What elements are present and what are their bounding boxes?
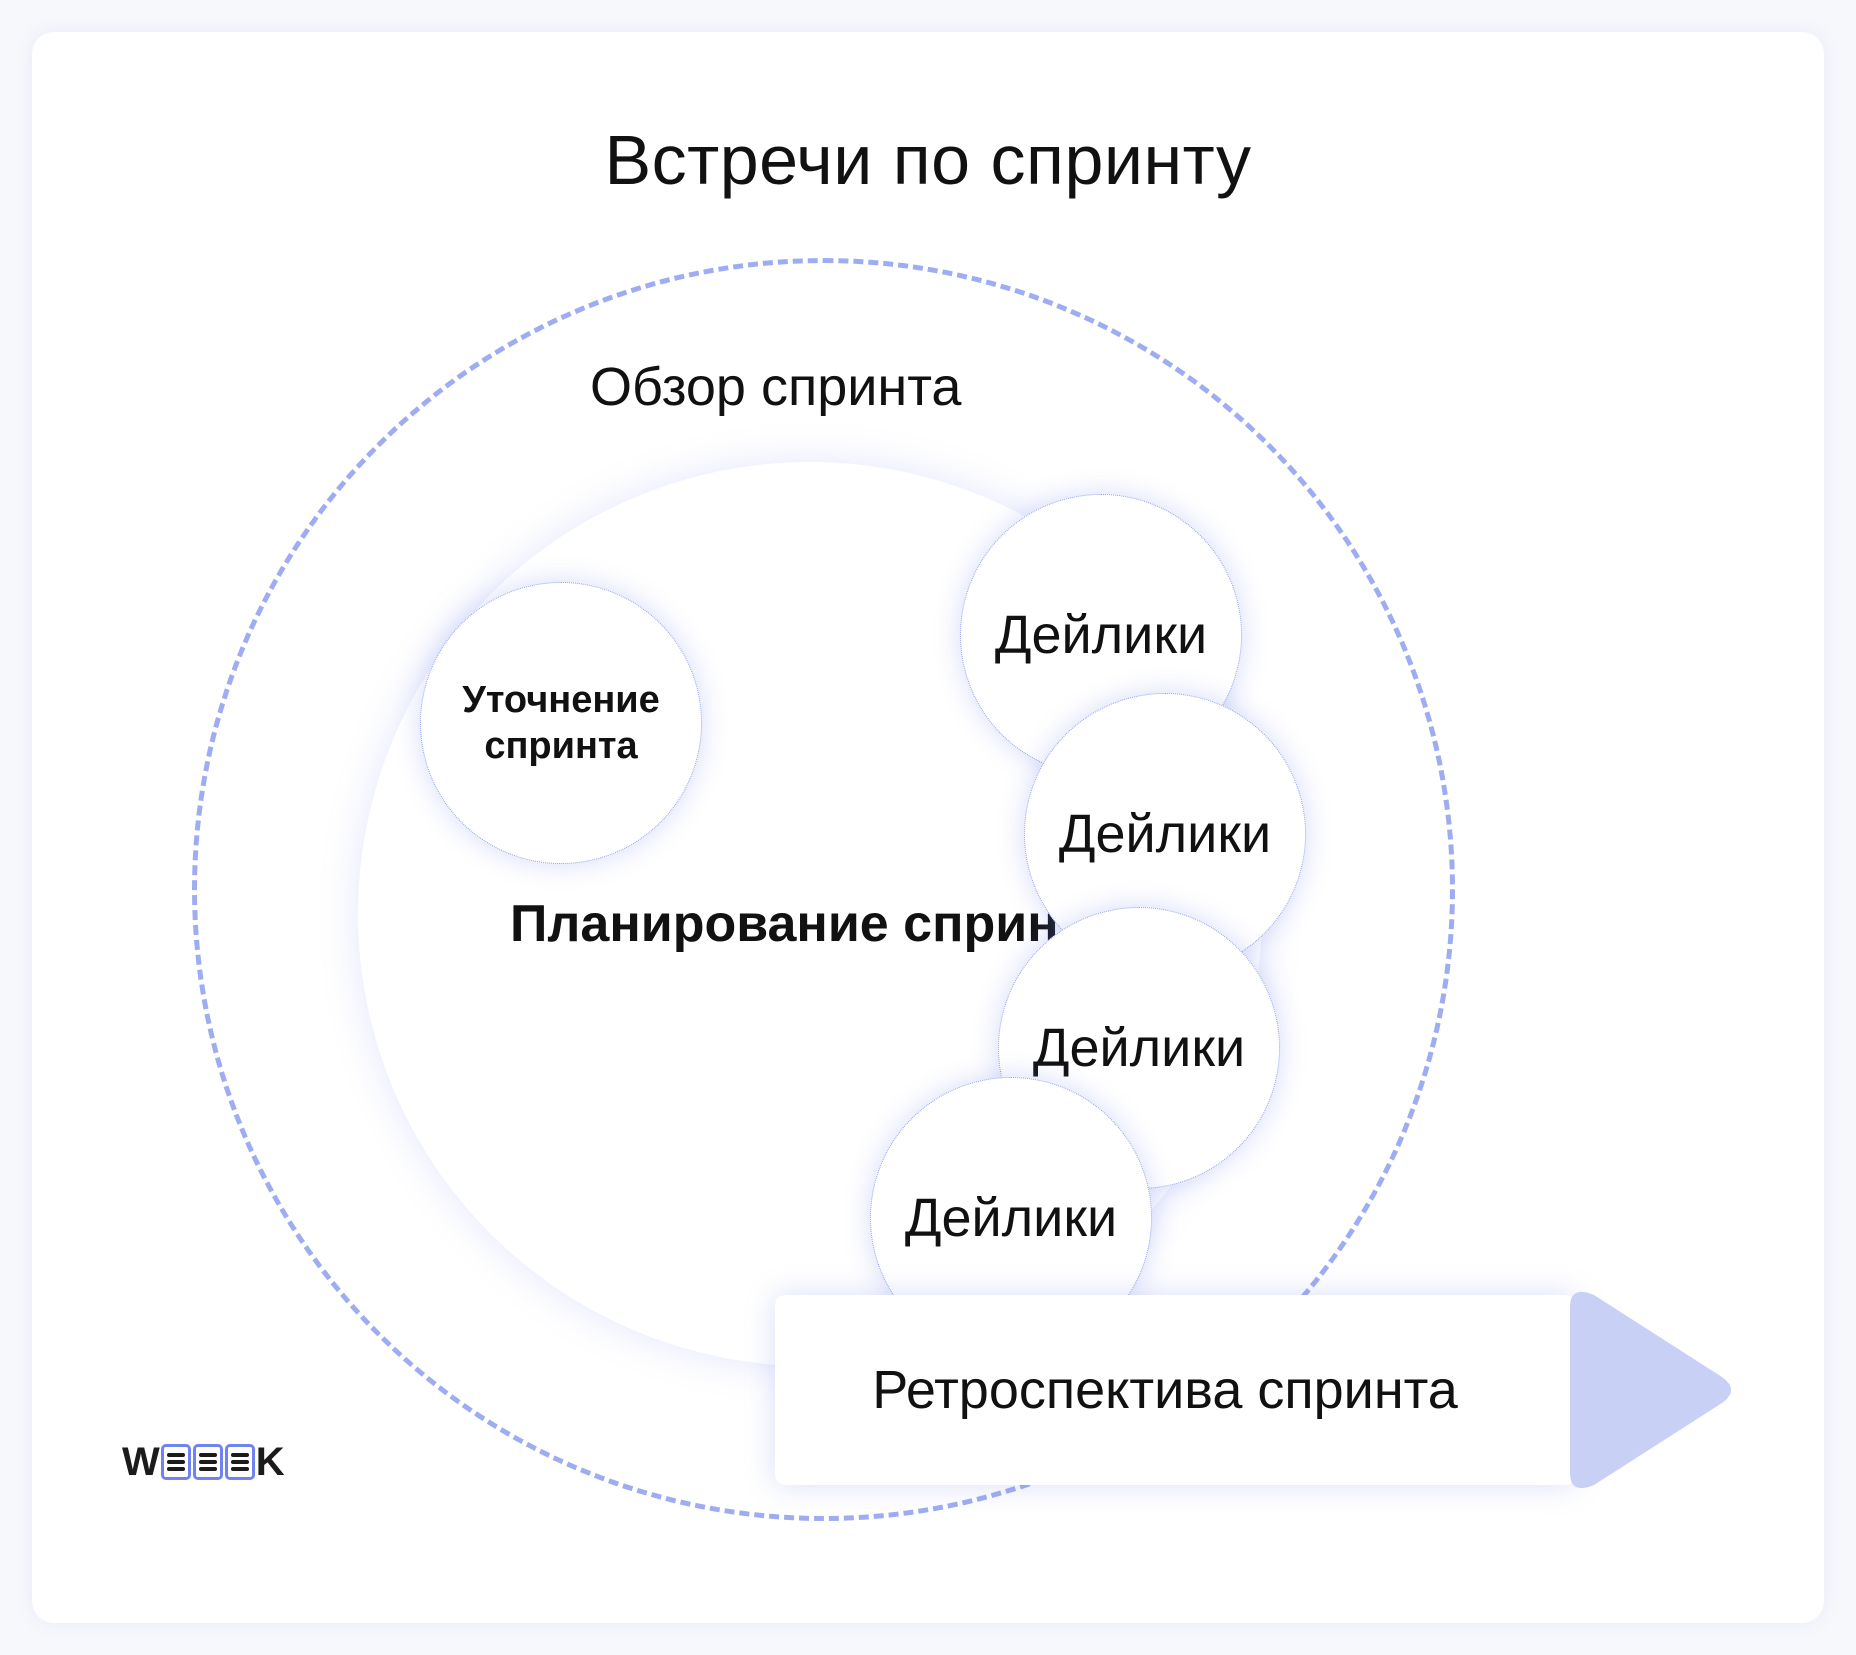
- sprint-retrospective-label: Ретроспектива спринта: [872, 1360, 1458, 1420]
- sprint-retrospective-box: Ретроспектива спринта: [775, 1295, 1575, 1485]
- sprint-review-label: Обзор спринта: [590, 357, 962, 417]
- sprint-planning-label: Планирование спринта: [510, 895, 1114, 953]
- sprint-refinement-bubble: Уточнение спринта: [420, 582, 702, 864]
- sprint-review-ring: [192, 258, 1455, 1521]
- daily-label: Дейлики: [904, 1188, 1118, 1248]
- logo-e-icon: [192, 1444, 223, 1480]
- weeek-logo: W K: [122, 1440, 285, 1484]
- sprint-refinement-label: Уточнение спринта: [462, 679, 660, 767]
- daily-label: Дейлики: [1058, 804, 1272, 864]
- daily-label: Дейлики: [994, 605, 1208, 665]
- logo-letter-w: W: [122, 1440, 160, 1484]
- arrow-right-icon: [1570, 1291, 1731, 1489]
- daily-label: Дейлики: [1032, 1018, 1246, 1078]
- logo-letter-k: K: [255, 1440, 285, 1484]
- logo-e-icon: [160, 1444, 191, 1480]
- page-title: Встречи по спринту: [604, 121, 1252, 199]
- logo-e-icon: [224, 1444, 255, 1480]
